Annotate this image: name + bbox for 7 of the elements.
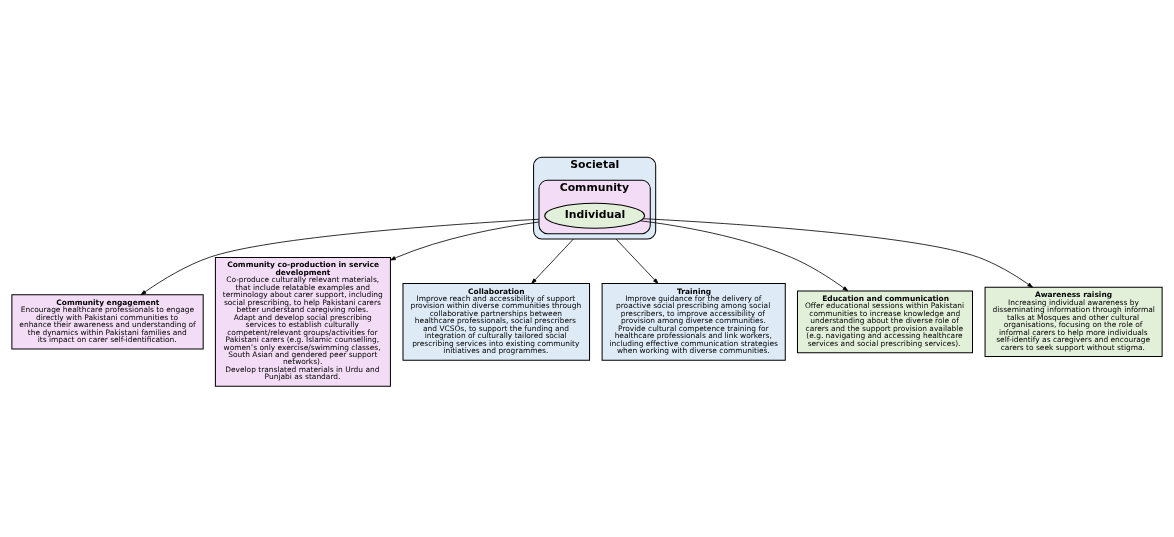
- arrow: [390, 221, 540, 260]
- arrow: [642, 217, 1033, 288]
- node-ellipse: Individual: [544, 202, 646, 229]
- arrow: [639, 219, 849, 291]
- arrow: [531, 238, 574, 284]
- arrow: [140, 218, 540, 295]
- arrow: [615, 238, 659, 284]
